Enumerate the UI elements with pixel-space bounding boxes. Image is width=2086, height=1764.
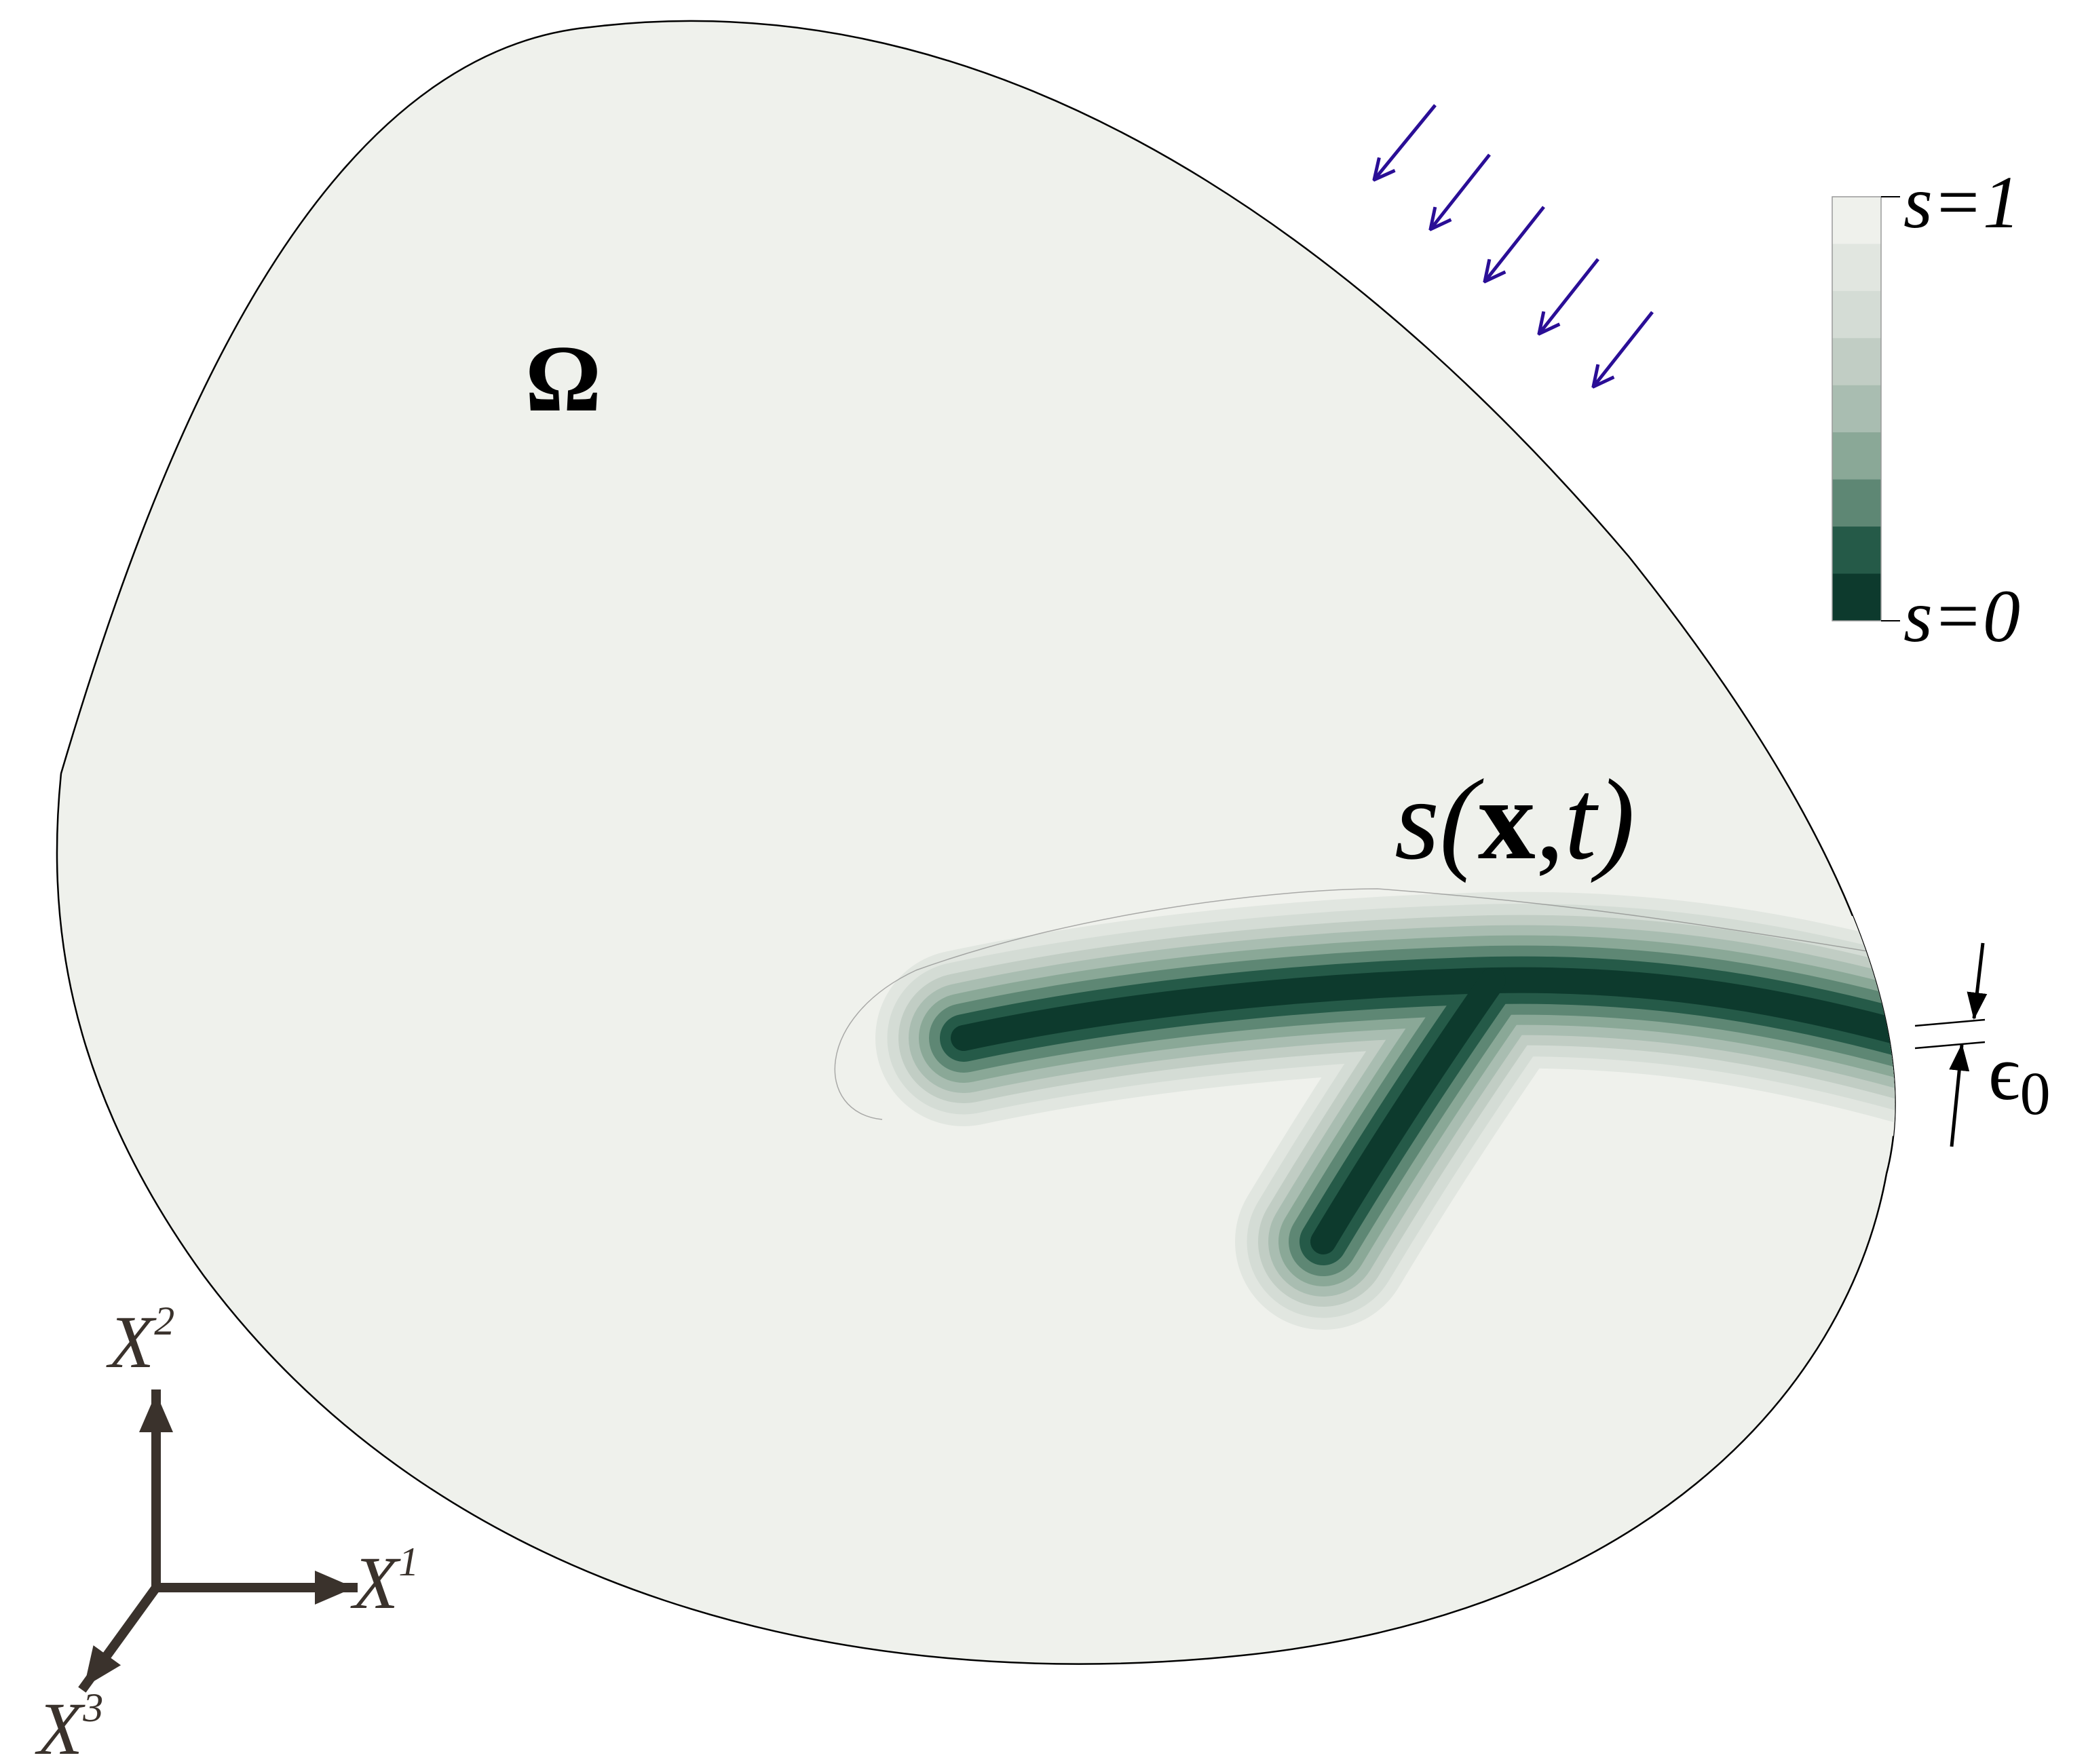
field-open-paren: ( — [1439, 756, 1484, 883]
crack-branch-band — [1310, 967, 1506, 1254]
colorbar-segment — [1832, 479, 1881, 527]
domain-omega — [56, 20, 1896, 1665]
coordinate-axes — [78, 1389, 358, 1693]
load-arrow — [1593, 311, 1654, 387]
width-label: ϵ0 — [1988, 1030, 2051, 1128]
colorbar-segment — [1832, 432, 1881, 480]
axis-x2-label: X2 — [106, 1299, 174, 1383]
domain-label: Ω — [525, 326, 601, 432]
width-subscript: 0 — [2020, 1060, 2051, 1128]
colorbar-segment — [1832, 526, 1881, 575]
axis-x3 — [78, 1581, 163, 1693]
load-arrow — [1539, 258, 1599, 334]
axis-x3-base: X — [35, 1687, 86, 1764]
load-arrow — [1430, 153, 1491, 229]
axis-x3-label: X3 — [35, 1685, 103, 1764]
field-close-paren: ) — [1591, 756, 1635, 883]
field-symbol: s — [1395, 756, 1439, 883]
load-arrow — [1374, 104, 1437, 180]
crack-zone-contour — [834, 888, 1895, 1120]
colorbar — [1832, 197, 1881, 621]
axis-x1-label: X1 — [350, 1539, 419, 1624]
field-comma: , — [1536, 756, 1565, 883]
colorbar-segment — [1832, 573, 1881, 621]
width-extension-line — [1914, 1018, 1986, 1027]
width-arrow-lower — [1949, 1043, 1970, 1147]
phase-field-crack — [862, 878, 1895, 1343]
field-position-vector: x — [1478, 756, 1536, 883]
axis-x3-sup: 3 — [82, 1685, 103, 1730]
width-symbol: ϵ — [1988, 1030, 2020, 1116]
colorbar-segment — [1832, 290, 1881, 339]
axis-x2-base: X — [106, 1301, 157, 1383]
crack-width-dimension: ϵ0 — [1914, 942, 2051, 1147]
load-arrow — [1485, 206, 1545, 282]
field-label: s(x,t) — [1395, 756, 1635, 883]
field-time: t — [1564, 756, 1599, 883]
axis-x1-base: X — [350, 1541, 401, 1624]
colorbar-segment — [1832, 244, 1881, 292]
colorbar-top-label: s=1 — [1903, 161, 2020, 244]
colorbar-bottom-label: s=0 — [1903, 575, 2020, 657]
colorbar-segment — [1832, 197, 1881, 244]
width-extension-line — [1914, 1041, 1986, 1050]
width-arrow-upper — [1967, 942, 1988, 1020]
boundary-load-arrows — [1374, 104, 1654, 387]
colorbar-segment — [1832, 385, 1881, 433]
colorbar-frame — [1832, 196, 1882, 621]
axis-x1-sup: 1 — [398, 1539, 419, 1584]
colorbar-segment — [1832, 338, 1881, 386]
axis-x2-sup: 2 — [154, 1299, 174, 1343]
